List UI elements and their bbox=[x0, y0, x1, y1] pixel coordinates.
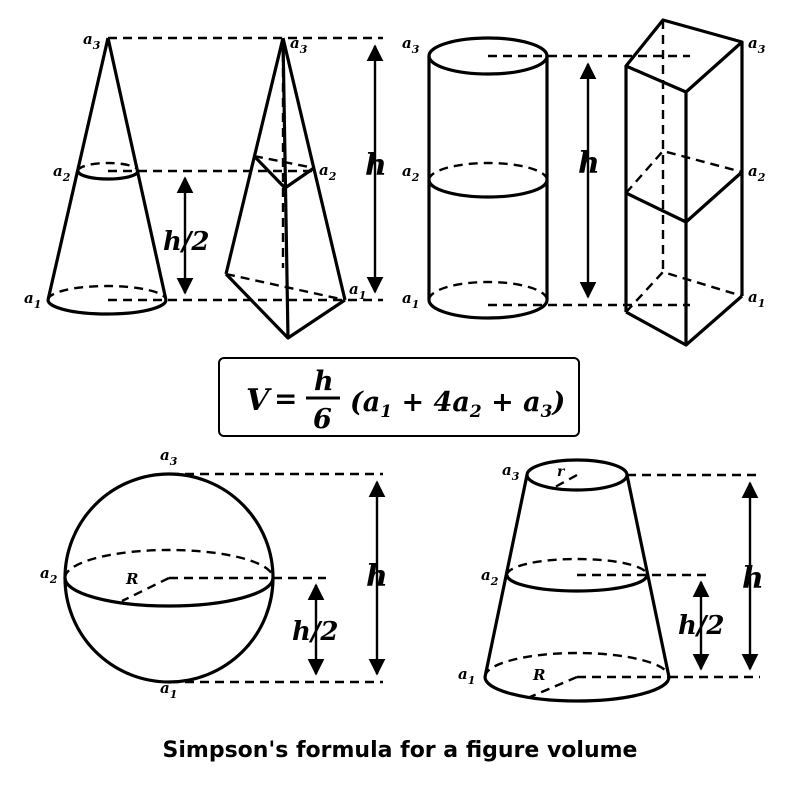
label-a2: a2 bbox=[53, 162, 71, 184]
label-h: h bbox=[365, 148, 387, 183]
right-height-guides bbox=[488, 54, 690, 307]
label-h-half: h/2 bbox=[163, 227, 210, 257]
label-a1: a1 bbox=[748, 288, 765, 310]
caption: Simpson's formula for a figure volume bbox=[162, 738, 638, 763]
formula-lhs: V bbox=[246, 383, 272, 418]
cone-figure bbox=[46, 37, 168, 316]
sphere-figure bbox=[63, 472, 386, 684]
label-a2: a2 bbox=[748, 162, 766, 184]
formula-numerator: h bbox=[314, 366, 334, 397]
formula-equals: = bbox=[274, 382, 297, 415]
label-R: R bbox=[125, 570, 138, 588]
label-a3: a3 bbox=[83, 30, 101, 52]
frustum-figure bbox=[483, 458, 760, 703]
label-r: r bbox=[557, 464, 566, 480]
label-a3: a3 bbox=[502, 461, 520, 483]
label-a1: a1 bbox=[24, 289, 41, 311]
label-a3: a3 bbox=[290, 34, 308, 56]
label-h: h bbox=[366, 559, 388, 594]
label-a2: a2 bbox=[481, 566, 499, 588]
cylinder-figure bbox=[427, 36, 549, 320]
figure-labels: a3 a2 a1 a3 a2 a1 h h/2 a3 a2 a1 h a3 a2… bbox=[24, 30, 766, 701]
formula-denominator: 6 bbox=[313, 404, 332, 435]
label-a3: a3 bbox=[402, 34, 420, 56]
prism-figure bbox=[624, 18, 744, 347]
pyramid-figure bbox=[224, 37, 347, 340]
label-a2: a2 bbox=[319, 161, 337, 183]
label-a1: a1 bbox=[349, 280, 366, 302]
label-a1: a1 bbox=[160, 679, 177, 701]
label-a3: a3 bbox=[748, 34, 766, 56]
label-R: R bbox=[532, 666, 545, 684]
label-h-half: h/2 bbox=[678, 611, 725, 641]
left-height-guides bbox=[108, 36, 384, 302]
label-a1: a1 bbox=[458, 665, 475, 687]
label-a3: a3 bbox=[160, 446, 178, 468]
formula-box bbox=[218, 357, 580, 437]
label-h-half: h/2 bbox=[292, 617, 339, 647]
label-a1: a1 bbox=[402, 289, 419, 311]
formula-body: (a1 + 4a2 + a3) bbox=[350, 387, 565, 422]
label-a2: a2 bbox=[40, 564, 58, 586]
label-h: h bbox=[742, 561, 764, 596]
formula: V = h 6 (a1 + 4a2 + a3) bbox=[246, 366, 565, 435]
label-a2: a2 bbox=[402, 162, 420, 184]
label-h: h bbox=[578, 146, 600, 181]
